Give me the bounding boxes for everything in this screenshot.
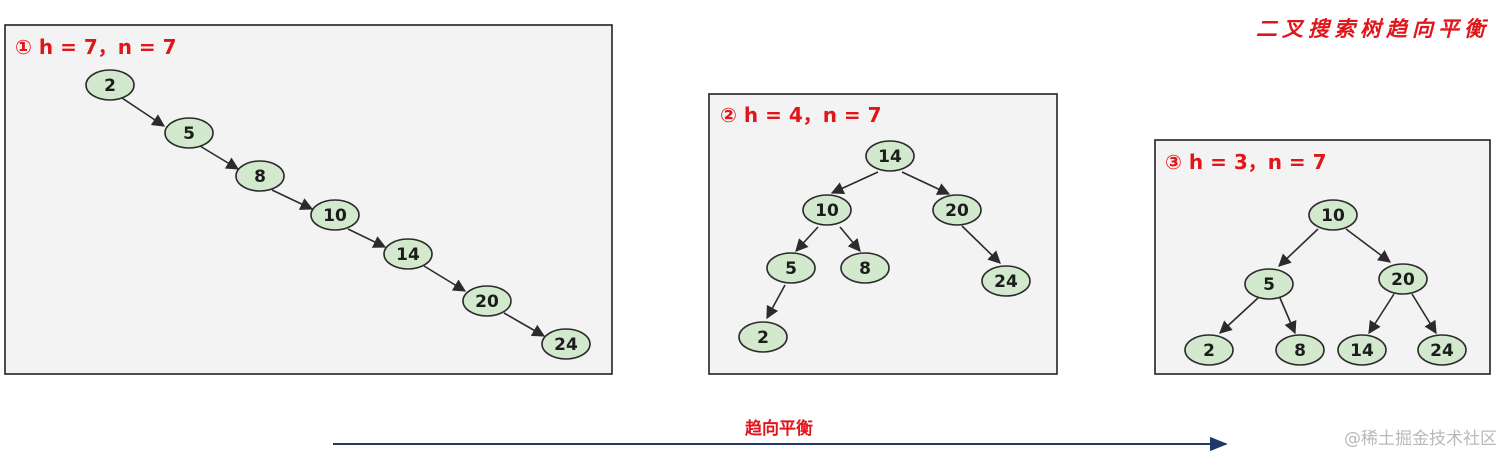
tree-node: 10 (310, 199, 360, 231)
edge-5-2 (766, 284, 786, 320)
node-ellipse (802, 194, 852, 226)
edge-20-14 (1368, 293, 1395, 335)
node-label: 20 (475, 292, 499, 312)
node-label: 20 (945, 201, 969, 221)
node-label: 2 (1203, 341, 1215, 361)
edge-2-5 (121, 97, 166, 127)
tree-node: 8 (235, 160, 285, 192)
node-label: 14 (1350, 341, 1374, 361)
edge-10-5 (1278, 228, 1319, 267)
node-ellipse (462, 285, 512, 317)
node-ellipse (1275, 334, 1325, 366)
node-ellipse (1378, 263, 1428, 295)
node-ellipse (865, 140, 915, 172)
edge-14-20 (901, 171, 951, 195)
node-label: 24 (1430, 341, 1454, 361)
node-ellipse (1244, 268, 1294, 300)
panel-2-label: ② h = 4，n = 7 (720, 103, 882, 127)
tree-node: 2 (738, 321, 788, 353)
tree-node: 14 (865, 140, 915, 172)
edge-20-24 (1411, 293, 1437, 335)
tree-node: 24 (541, 328, 591, 360)
edge-14-10 (830, 171, 879, 195)
panel-2-edges (766, 171, 1001, 320)
tree-node: 5 (1244, 268, 1294, 300)
node-label: 8 (859, 259, 871, 279)
node-label: 14 (878, 147, 902, 167)
edge-8-10 (271, 189, 314, 210)
tree-node: 10 (802, 194, 852, 226)
node-ellipse (981, 265, 1031, 297)
tree-node: 8 (1275, 334, 1325, 366)
tree-node: 5 (766, 252, 816, 284)
node-label: 14 (396, 245, 420, 265)
node-ellipse (310, 199, 360, 231)
node-label: 20 (1391, 270, 1415, 290)
panel-3-label: ③ h = 3，n = 7 (1165, 150, 1327, 174)
panel-3: ③ h = 3，n = 7 10 5 20 2 8 (1154, 139, 1491, 375)
tree-node: 24 (981, 265, 1031, 297)
tree-node: 20 (932, 194, 982, 226)
node-label: 5 (785, 259, 797, 279)
tree-node: 20 (1378, 263, 1428, 295)
balance-trend-label: 趋向平衡 (745, 418, 813, 439)
edge-10-20 (1345, 228, 1392, 263)
tree-node: 10 (1308, 199, 1358, 231)
tree-node: 24 (1417, 334, 1467, 366)
edge-5-2 (1219, 297, 1259, 334)
tree-node: 20 (462, 285, 512, 317)
edge-10-5 (795, 226, 819, 252)
tree-node: 14 (1337, 334, 1387, 366)
node-ellipse (766, 252, 816, 284)
panel-1-label: ① h = 7，n = 7 (15, 35, 177, 59)
tree-node: 5 (164, 117, 214, 149)
panel-2: ② h = 4，n = 7 14 10 20 5 8 (708, 93, 1058, 375)
node-label: 10 (323, 206, 347, 226)
page-title: 二叉搜索树趋向平衡 (1256, 16, 1490, 41)
panel-1: ① h = 7，n = 7 2 5 8 10 14 (4, 24, 613, 375)
node-ellipse (85, 69, 135, 101)
node-ellipse (164, 117, 214, 149)
node-ellipse (383, 238, 433, 270)
node-ellipse (738, 321, 788, 353)
node-label: 8 (1294, 341, 1306, 361)
node-label: 24 (554, 335, 578, 355)
node-label: 5 (1263, 275, 1275, 295)
node-label: 2 (757, 328, 769, 348)
node-label: 24 (994, 272, 1018, 292)
node-label: 10 (1321, 206, 1345, 226)
edge-20-24 (503, 312, 546, 337)
edge-10-14 (347, 228, 387, 248)
edge-14-20 (423, 265, 467, 292)
node-ellipse (1417, 334, 1467, 366)
panel-1-edges (121, 97, 546, 337)
node-ellipse (840, 252, 890, 284)
tree-node: 2 (85, 69, 135, 101)
edge-5-8 (199, 145, 240, 170)
node-label: 10 (815, 201, 839, 221)
node-ellipse (1308, 199, 1358, 231)
tree-node: 8 (840, 252, 890, 284)
node-ellipse (1337, 334, 1387, 366)
edge-5-8 (1279, 297, 1297, 335)
tree-node: 2 (1184, 334, 1234, 366)
node-ellipse (932, 194, 982, 226)
edge-20-24 (961, 225, 1001, 264)
node-ellipse (235, 160, 285, 192)
node-ellipse (1184, 334, 1234, 366)
node-label: 2 (104, 76, 116, 96)
node-label: 5 (183, 124, 195, 144)
node-label: 8 (254, 167, 266, 187)
watermark: @稀土掘金技术社区 (1344, 429, 1497, 449)
node-ellipse (541, 328, 591, 360)
edge-10-8 (839, 226, 861, 252)
tree-node: 14 (383, 238, 433, 270)
panel-3-edges (1219, 228, 1437, 335)
